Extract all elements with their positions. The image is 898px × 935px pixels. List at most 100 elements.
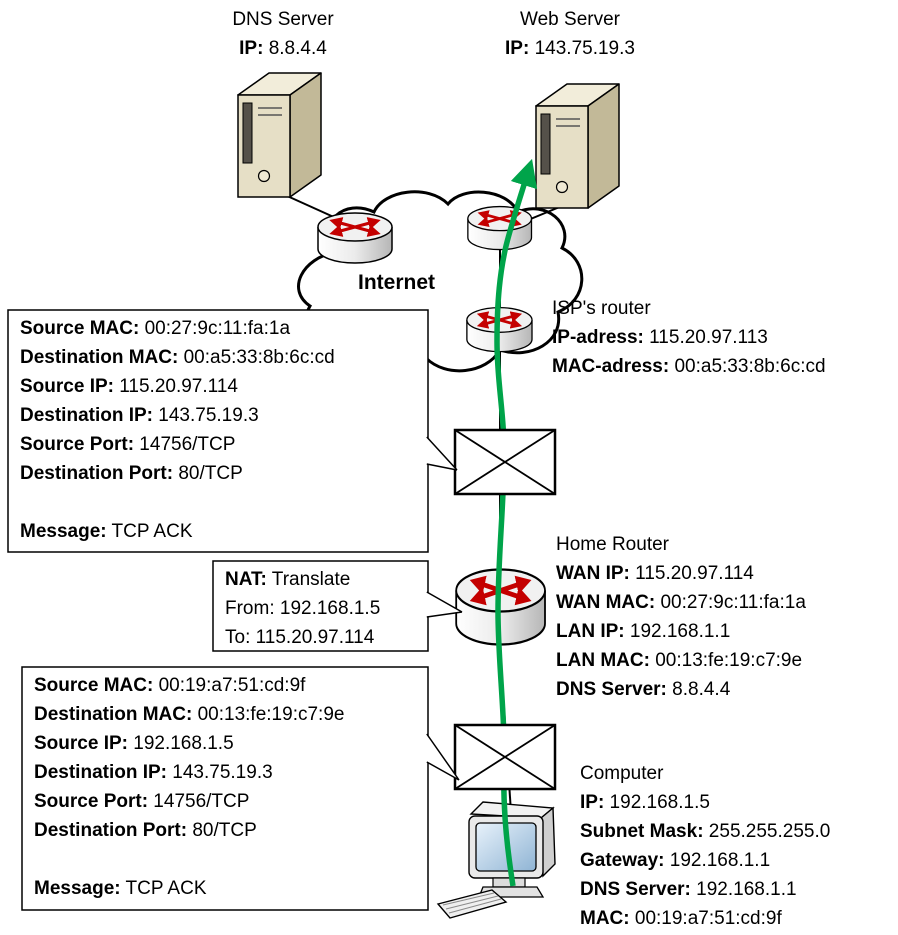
field-value: 00:27:9c:11:fa:1a [139, 318, 291, 339]
node-field: WAN IP: 115.20.97.114 [556, 559, 806, 588]
field-value: 00:a5:33:8b:6c:cd [669, 356, 826, 377]
callout-box-lan: Source MAC: 00:19:a7:51:cd:9f Destinatio… [34, 671, 344, 903]
field-label: Source IP: [20, 376, 114, 397]
field-label: NAT: [225, 569, 267, 590]
computer-label: Computer IP: 192.168.1.5 Subnet Mask: 25… [580, 759, 830, 933]
packet-message: Message: TCP ACK [20, 517, 335, 546]
field-value: 143.75.19.3 [167, 762, 273, 783]
nat-line: To: 115.20.97.114 [225, 627, 375, 648]
node-field: IP-adress: 115.20.97.113 [552, 323, 826, 352]
field-value: 115.20.97.114 [629, 563, 754, 584]
field-value: 192.168.1.1 [690, 879, 797, 900]
field-value: 115.20.97.114 [113, 376, 238, 397]
node-title: Computer [580, 763, 664, 784]
field-label: Destination MAC: [20, 347, 179, 368]
node-field: LAN MAC: 00:13:fe:19:c7:9e [556, 646, 806, 675]
field-value: 115.20.97.113 [643, 327, 768, 348]
node-field: MAC: 00:19:a7:51:cd:9f [580, 904, 830, 933]
field-value: 143.75.19.3 [153, 405, 259, 426]
node-field: DNS Server: 8.8.4.4 [556, 675, 806, 704]
field-label: WAN MAC: [556, 592, 656, 613]
node-field: LAN IP: 192.168.1.1 [556, 617, 806, 646]
field-value: TCP ACK [120, 878, 207, 899]
field-label: LAN IP: [556, 621, 625, 642]
field-label: LAN MAC: [556, 650, 650, 671]
field-label: MAC-adress: [552, 356, 670, 377]
callout-box-wan-outline [7, 309, 429, 553]
packet-field: Destination Port: 80/TCP [20, 459, 335, 488]
callout-pointer-nat [426, 591, 463, 618]
packet-field: Source Port: 14756/TCP [34, 787, 344, 816]
nat-callout-box: NAT: Translate From: 192.168.1.5 To: 115… [225, 565, 380, 652]
node-title: Web Server [520, 9, 620, 30]
field-label: IP: [580, 792, 605, 813]
node-field: DNS Server: 192.168.1.1 [580, 875, 830, 904]
node-title: ISP's router [552, 298, 651, 319]
field-label: Destination IP: [34, 762, 168, 783]
dns-server-icon [237, 72, 322, 198]
field-value: 192.168.1.1 [664, 850, 771, 871]
node-field: IP: 8.8.4.4 [183, 34, 383, 63]
field-label: Destination IP: [20, 405, 154, 426]
dns-server-label: DNS Server IP: 8.8.4.4 [183, 5, 383, 63]
node-field: MAC-adress: 00:a5:33:8b:6c:cd [552, 352, 826, 381]
callout-pointer-wan [426, 436, 458, 471]
web-server-label: Web Server IP: 143.75.19.3 [470, 5, 670, 63]
nat-line: From: 192.168.1.5 [225, 598, 381, 619]
callout-box-lan-outline [21, 666, 429, 911]
field-label: Message: [20, 521, 107, 542]
field-value: 00:a5:33:8b:6c:cd [178, 347, 335, 368]
packet-field: Source MAC: 00:19:a7:51:cd:9f [34, 671, 344, 700]
field-label: Source Port: [20, 434, 135, 455]
node-field: IP: 192.168.1.5 [580, 788, 830, 817]
node-title: DNS Server [232, 9, 334, 30]
field-value: 00:27:9c:11:fa:1a [655, 592, 806, 613]
keyboard-icon [436, 889, 508, 919]
field-value: 192.168.1.5 [127, 733, 234, 754]
web-server-icon [535, 83, 620, 209]
field-value: 8.8.4.4 [666, 679, 731, 700]
packet-field: Destination IP: 143.75.19.3 [20, 401, 335, 430]
field-value: 192.168.1.1 [624, 621, 731, 642]
router-icon-internet-right [468, 207, 532, 250]
field-label: DNS Server: [580, 879, 691, 900]
field-value: 143.75.19.3 [529, 38, 635, 59]
field-label: Source MAC: [34, 675, 154, 696]
field-label: Message: [34, 878, 121, 899]
node-field: Subnet Mask: 255.255.255.0 [580, 817, 830, 846]
field-label: Subnet Mask: [580, 821, 704, 842]
packet-field: Destination IP: 143.75.19.3 [34, 758, 344, 787]
node-field: Gateway: 192.168.1.1 [580, 846, 830, 875]
field-value: 8.8.4.4 [263, 38, 327, 59]
field-label: Source IP: [34, 733, 128, 754]
packet-field: Destination Port: 80/TCP [34, 816, 344, 845]
field-value: 255.255.255.0 [703, 821, 831, 842]
isp-router-label: ISP's router IP-adress: 115.20.97.113 MA… [552, 294, 826, 381]
blank-row [34, 845, 344, 874]
field-value: 00:19:a7:51:cd:9f [629, 908, 782, 929]
field-value: 00:13:fe:19:c7:9e [649, 650, 803, 671]
packet-field: Source IP: 192.168.1.5 [34, 729, 344, 758]
packet-envelope-wan [453, 428, 557, 496]
field-value: TCP ACK [106, 521, 193, 542]
field-label: DNS Server: [556, 679, 667, 700]
field-value: 80/TCP [187, 820, 257, 841]
field-value: 192.168.1.5 [604, 792, 710, 813]
callout-pointer-lan [426, 733, 460, 781]
node-title: Home Router [556, 534, 669, 555]
packet-field: Destination MAC: 00:a5:33:8b:6c:cd [20, 343, 335, 372]
field-label: Gateway: [580, 850, 665, 871]
field-value: 14756/TCP [134, 434, 236, 455]
callout-box-wan: Source MAC: 00:27:9c:11:fa:1a Destinatio… [20, 314, 335, 546]
field-value: 00:19:a7:51:cd:9f [153, 675, 306, 696]
packet-field: Source IP: 115.20.97.114 [20, 372, 335, 401]
node-field: WAN MAC: 00:27:9c:11:fa:1a [556, 588, 806, 617]
node-field: IP: 143.75.19.3 [470, 34, 670, 63]
field-label: Destination Port: [20, 463, 174, 484]
internet-label: Internet [358, 271, 436, 294]
packet-field: Destination MAC: 00:13:fe:19:c7:9e [34, 700, 344, 729]
field-value: 14756/TCP [148, 791, 250, 812]
nat-callout-box-outline [212, 560, 429, 652]
